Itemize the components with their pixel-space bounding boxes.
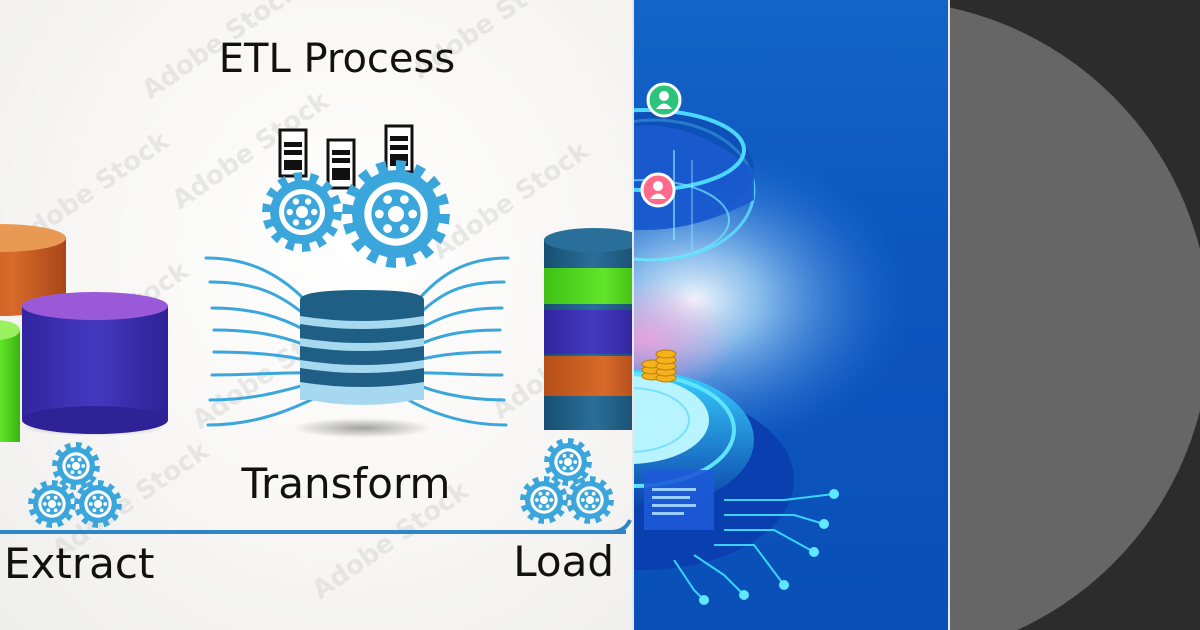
platform-bottom — [634, 370, 794, 570]
panel-divider — [948, 0, 950, 630]
gear-icon — [28, 442, 122, 528]
etl-diagram-panel: Adobe Stock Adobe Stock Adobe Stock Adob… — [0, 0, 632, 630]
database-icon — [22, 292, 168, 436]
gear-icon — [520, 476, 568, 524]
gear-icon — [520, 438, 614, 524]
etl-diagram: Adobe Stock Adobe Stock Adobe Stock Adob… — [0, 0, 632, 606]
gear-icon — [74, 480, 122, 528]
gear-icon — [342, 160, 450, 268]
panel-divider — [632, 0, 634, 630]
user-icon — [646, 82, 682, 118]
gray-placeholder-panel — [950, 0, 1200, 630]
server-icon — [326, 138, 356, 190]
data-flow-lines — [204, 256, 510, 427]
database-icon — [0, 320, 20, 442]
gear-icon — [566, 476, 614, 524]
gray-circle — [950, 7, 1200, 630]
database-icon — [292, 290, 432, 438]
stage-label-extract: Extract — [4, 539, 154, 588]
server-icon — [278, 128, 308, 178]
gear-icon — [544, 438, 592, 486]
gear-icon — [28, 480, 76, 528]
gear-icon — [262, 172, 342, 252]
process-baseline — [609, 519, 632, 534]
circuit-icon — [673, 493, 835, 601]
stage-label-transform: Transform — [241, 459, 451, 508]
gear-icon — [52, 442, 100, 490]
diagram-title: ETL Process — [219, 36, 455, 82]
gear-icon — [262, 172, 342, 252]
digital-illustration — [634, 82, 914, 605]
stage-label-load: Load — [513, 537, 614, 586]
digital-illustration-panel — [634, 0, 948, 630]
user-icon — [640, 172, 676, 208]
circuit-icon — [699, 489, 839, 605]
gear-icon — [342, 160, 450, 268]
coin-stack-icon — [641, 349, 677, 383]
database-icon — [544, 228, 632, 430]
